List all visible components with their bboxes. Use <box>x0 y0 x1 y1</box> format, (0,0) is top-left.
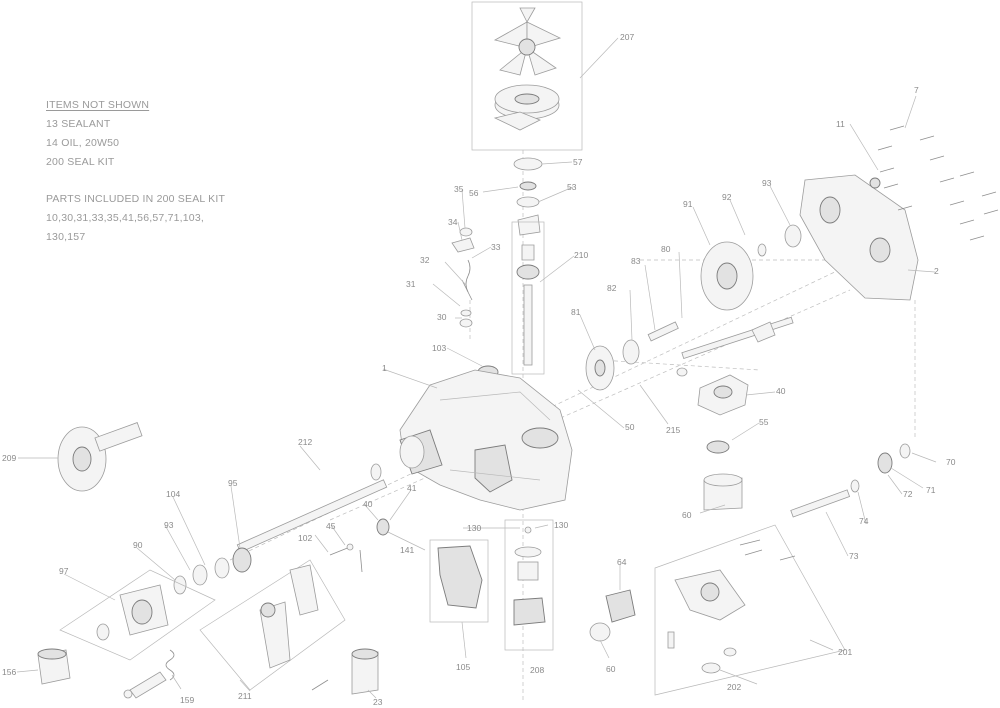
callout-104: 104 <box>166 489 180 499</box>
callout-93b: 93 <box>164 520 174 530</box>
callout-95: 95 <box>228 478 238 488</box>
vertical-rings <box>513 157 543 236</box>
callout-215: 215 <box>666 425 680 435</box>
callout-202: 202 <box>727 682 741 692</box>
callout-23: 23 <box>373 697 383 707</box>
callout-7: 7 <box>914 85 919 95</box>
output-shaft-set <box>790 443 911 518</box>
callout-71: 71 <box>926 485 936 495</box>
callout-74: 74 <box>859 516 869 526</box>
callout-83: 83 <box>631 256 641 266</box>
callout-211: 211 <box>238 691 252 701</box>
fan-pulley-group <box>471 1 583 151</box>
callout-91: 91 <box>683 199 693 209</box>
callout-60: 60 <box>682 510 692 520</box>
cap-50 <box>703 473 743 511</box>
callout-90: 90 <box>133 540 143 550</box>
callout-35: 35 <box>454 184 464 194</box>
callout-70: 70 <box>946 457 956 467</box>
callout-97: 97 <box>59 566 69 576</box>
not-shown-item: 13 SEALANT <box>46 118 111 130</box>
callout-81: 81 <box>571 307 581 317</box>
callout-92: 92 <box>722 192 732 202</box>
callout-208: 208 <box>530 665 544 675</box>
seal-kit-items-line: 10,30,31,33,35,41,56,57,71,103, <box>46 212 205 224</box>
callout-130: 130 <box>467 523 481 533</box>
callout-1: 1 <box>382 363 387 373</box>
callout-130b: 130 <box>554 520 568 530</box>
callout-40b: 40 <box>363 499 373 509</box>
items-not-shown-header: ITEMS NOT SHOWN <box>46 99 150 111</box>
callout-207: 207 <box>620 32 634 42</box>
callout-40: 40 <box>776 386 786 396</box>
notes-block: ITEMS NOT SHOWN 13 SEALANT 14 OIL, 20W50… <box>46 96 225 247</box>
callout-53: 53 <box>567 182 577 192</box>
cross-shaft <box>676 316 794 377</box>
callout-156: 156 <box>2 667 16 677</box>
filter-156 <box>37 648 71 685</box>
callout-80: 80 <box>661 244 671 254</box>
coupler-64 <box>589 589 636 642</box>
cover-plate <box>799 125 999 301</box>
callout-45: 45 <box>326 521 336 531</box>
callout-50: 50 <box>625 422 635 432</box>
main-housing <box>399 369 573 511</box>
valve-block-201 <box>654 524 846 696</box>
seal-kit-items-line: 130,157 <box>46 231 86 243</box>
not-shown-item: 14 OIL, 20W50 <box>46 137 120 149</box>
leader-lines <box>16 37 937 699</box>
reduction-gears <box>585 321 679 391</box>
callout-103: 103 <box>432 343 446 353</box>
callout-72: 72 <box>903 489 913 499</box>
large-gear <box>700 224 802 311</box>
small-linkage <box>329 543 363 573</box>
callout-2: 2 <box>934 266 939 276</box>
axle-rings <box>173 463 390 595</box>
callout-34: 34 <box>448 217 458 227</box>
callout-32: 32 <box>420 255 430 265</box>
cover-105 <box>429 539 489 623</box>
callout-41: 41 <box>407 483 417 493</box>
callout-201: 201 <box>838 647 852 657</box>
input-shaft <box>511 221 545 375</box>
filter-23 <box>311 648 379 695</box>
callout-11: 11 <box>836 119 845 129</box>
callout-212: 212 <box>298 437 312 447</box>
callout-55: 55 <box>759 417 769 427</box>
callout-102: 102 <box>298 533 312 543</box>
bracket-40 <box>697 374 749 416</box>
callout-93: 93 <box>762 178 772 188</box>
seal-kit-header: PARTS INCLUDED IN 200 SEAL KIT <box>46 193 226 205</box>
valve-kit-202 <box>667 631 737 674</box>
callout-73: 73 <box>849 551 859 561</box>
callout-31: 31 <box>406 279 416 289</box>
not-shown-item: 200 SEAL KIT <box>46 156 115 168</box>
bracket-97 <box>59 569 216 661</box>
callout-60b: 60 <box>606 664 616 674</box>
seal-55 <box>706 440 730 454</box>
callout-56: 56 <box>469 188 479 198</box>
center-column-208 <box>504 519 554 651</box>
callout-33: 33 <box>491 242 501 252</box>
linkage-parts <box>451 227 475 328</box>
callout-105: 105 <box>456 662 470 672</box>
callout-64: 64 <box>617 557 627 567</box>
callout-30: 30 <box>437 312 447 322</box>
callout-141: 141 <box>400 545 414 555</box>
callout-209: 209 <box>2 453 16 463</box>
wheel-hub <box>57 422 143 492</box>
callout-210: 210 <box>574 250 588 260</box>
callout-labels: 207 7 11 57 56 53 93 92 91 2 35 34 33 32… <box>2 32 956 707</box>
spring-159 <box>123 649 175 699</box>
callout-57: 57 <box>573 157 583 167</box>
callout-159: 159 <box>180 695 194 705</box>
brake-arm-group <box>199 559 346 691</box>
callout-82: 82 <box>607 283 617 293</box>
